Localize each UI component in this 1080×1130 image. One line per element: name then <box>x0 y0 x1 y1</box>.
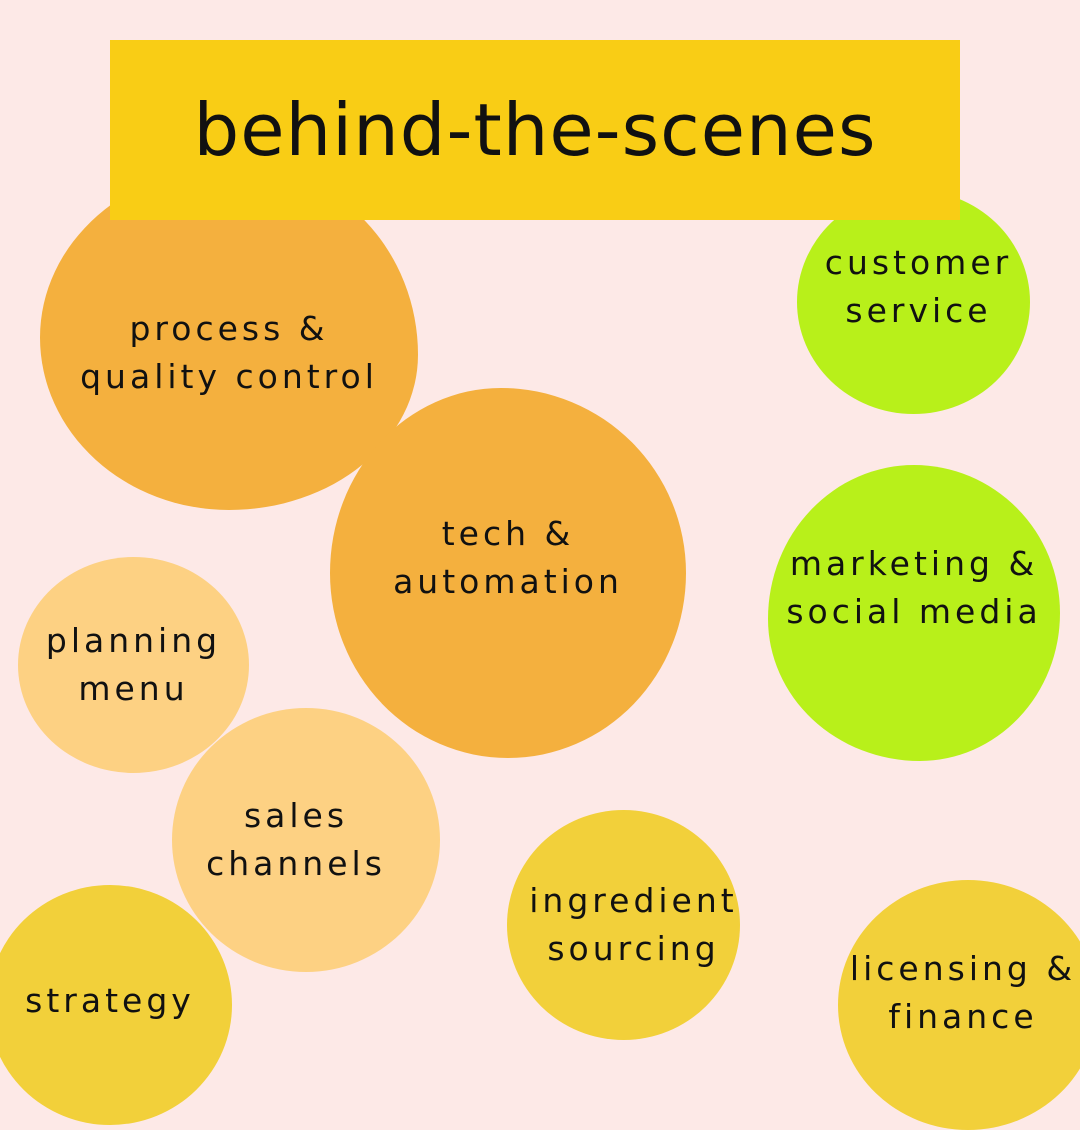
topic-label: planning menu <box>45 621 222 708</box>
page-title: behind-the-scenes <box>193 88 877 172</box>
topic-tech-automation: tech & automation <box>330 388 686 758</box>
topic-label: customer service <box>824 243 1013 330</box>
topic-licensing-finance: licensing & finance <box>838 880 1080 1130</box>
topic-label: strategy <box>25 981 195 1020</box>
topic-label: tech & automation <box>393 514 623 601</box>
topic-label: ingredient sourcing <box>529 881 738 968</box>
topic-label: sales channels <box>206 796 386 883</box>
topic-customer-service: customer service <box>797 190 1030 414</box>
topic-label: licensing & finance <box>849 948 1077 1036</box>
topic-sales-channels: sales channels <box>172 708 440 972</box>
topic-strategy: strategy <box>0 885 232 1125</box>
topic-planning-menu: planning menu <box>18 557 249 773</box>
topic-label: marketing & social media <box>786 544 1042 631</box>
topic-label: process & quality control <box>80 308 378 396</box>
topic-marketing-social-media: marketing & social media <box>768 465 1060 761</box>
title-banner: behind-the-scenes <box>110 40 960 220</box>
topic-process-quality-control: process & quality control <box>40 165 418 510</box>
topic-ingredient-sourcing: ingredient sourcing <box>507 810 740 1040</box>
